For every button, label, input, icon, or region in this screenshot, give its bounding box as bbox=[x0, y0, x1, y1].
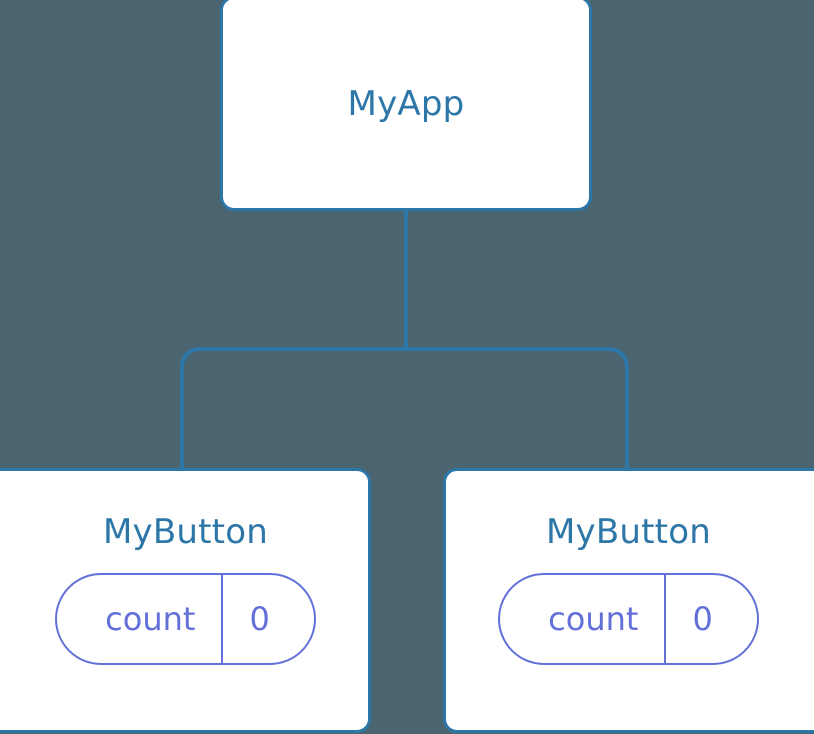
state-value: 0 bbox=[664, 575, 756, 663]
connector-branch-right bbox=[406, 347, 629, 470]
state-value: 0 bbox=[221, 575, 313, 663]
node-title: MyApp bbox=[347, 83, 465, 124]
state-pill[interactable]: count 0 bbox=[498, 573, 759, 665]
node-title: MyButton bbox=[546, 512, 711, 552]
state-key: count bbox=[105, 600, 196, 638]
node-title: MyButton bbox=[103, 512, 268, 552]
connector-branch-left bbox=[180, 347, 406, 470]
state-key: count bbox=[548, 600, 639, 638]
node-myapp[interactable]: MyApp bbox=[220, 0, 592, 211]
state-pill[interactable]: count 0 bbox=[55, 573, 316, 665]
node-mybutton-2[interactable]: MyButton count 0 bbox=[443, 468, 814, 733]
node-mybutton-1[interactable]: MyButton count 0 bbox=[0, 468, 371, 733]
